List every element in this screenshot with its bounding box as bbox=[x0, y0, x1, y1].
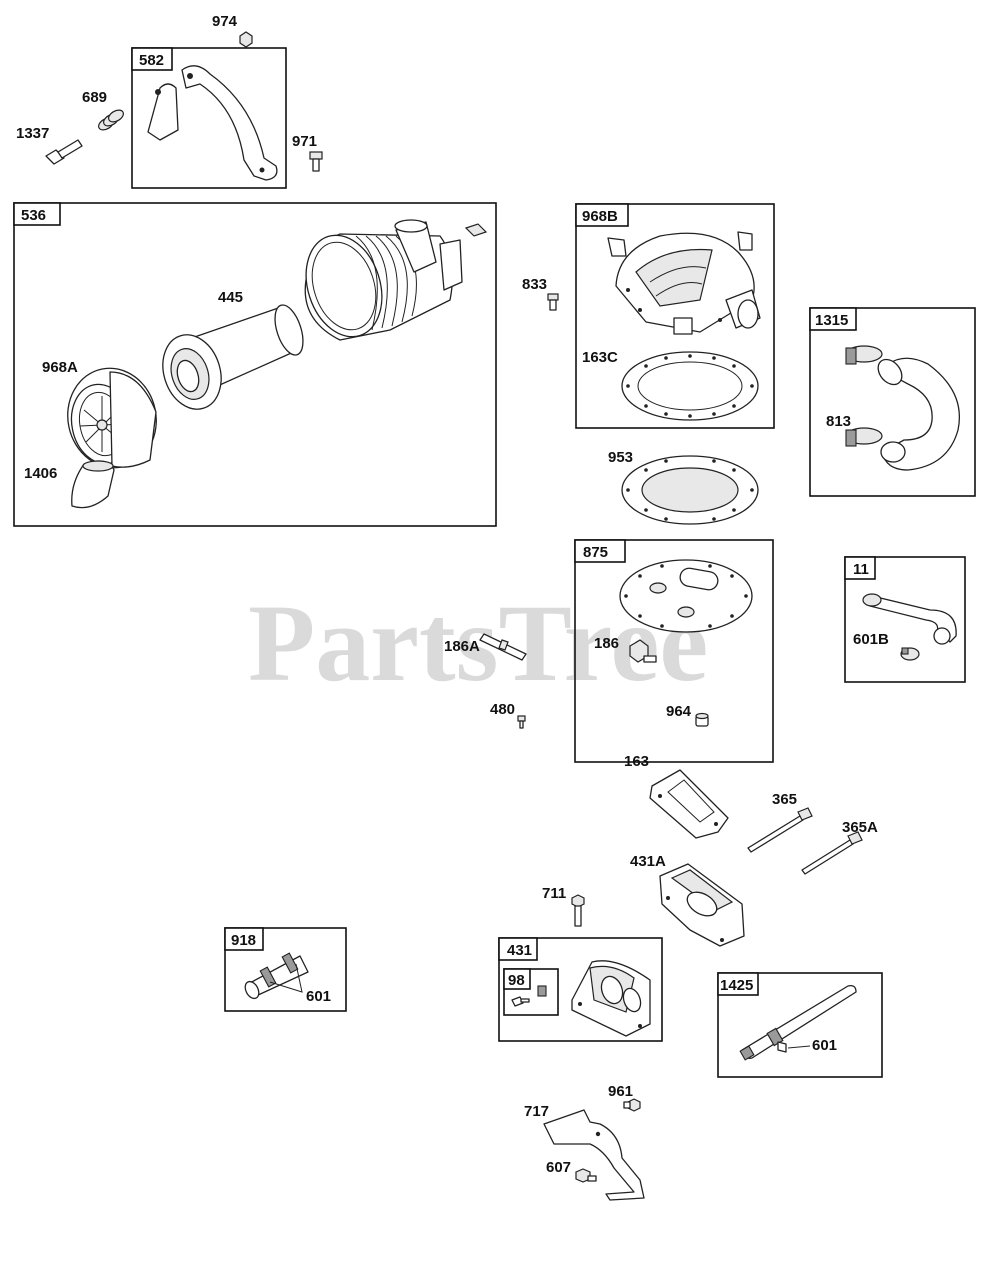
clamp-918-b bbox=[281, 952, 299, 974]
callout-961[interactable]: 961 bbox=[608, 1083, 633, 1100]
group-582-label: 582 bbox=[139, 52, 164, 69]
callout-1406[interactable]: 1406 bbox=[24, 465, 57, 482]
bolt-365 bbox=[747, 807, 813, 853]
callout-607[interactable]: 607 bbox=[546, 1159, 571, 1176]
callout-964[interactable]: 964 bbox=[666, 703, 692, 720]
callout-689[interactable]: 689 bbox=[82, 89, 107, 106]
bolt-961 bbox=[623, 1098, 641, 1112]
clamp-601B bbox=[900, 647, 920, 661]
callout-601B[interactable]: 601B bbox=[853, 631, 889, 648]
adapter-431A bbox=[659, 863, 745, 947]
group-98-label: 98 bbox=[508, 972, 525, 989]
bolt-711 bbox=[571, 894, 585, 927]
group-431-label: 431 bbox=[507, 942, 532, 959]
bolt-1337 bbox=[45, 139, 83, 165]
air-cleaner-housing bbox=[304, 219, 488, 341]
tube-186A bbox=[479, 633, 527, 661]
bolt-365A bbox=[801, 831, 863, 875]
gasket-163 bbox=[649, 769, 729, 839]
group-11-label: 11 bbox=[853, 561, 869, 578]
valve-1406 bbox=[71, 460, 115, 509]
callout-1337[interactable]: 1337 bbox=[16, 125, 49, 142]
spring-689 bbox=[98, 109, 124, 131]
callout-971[interactable]: 971 bbox=[292, 133, 317, 150]
group-1315[interactable]: 1315 813 bbox=[809, 307, 976, 497]
callout-968A[interactable]: 968A bbox=[42, 359, 78, 376]
clamp-lower bbox=[845, 427, 883, 447]
bolt-971 bbox=[309, 151, 323, 172]
adapter-plate-part bbox=[571, 960, 651, 1037]
screw-480 bbox=[517, 715, 526, 729]
group-918-label: 918 bbox=[231, 932, 256, 949]
group-968B-label: 968B bbox=[582, 208, 618, 225]
group-11[interactable]: 11 601B bbox=[844, 556, 966, 683]
group-875-label: 875 bbox=[583, 544, 608, 561]
fitting-186 bbox=[629, 639, 657, 663]
nut-974 bbox=[239, 31, 253, 48]
callout-711[interactable]: 711 bbox=[542, 885, 566, 902]
clamp-918-a bbox=[259, 966, 277, 988]
group-918[interactable]: 918 601 bbox=[224, 927, 347, 1012]
callout-163[interactable]: 163 bbox=[624, 753, 649, 770]
bracket-717 bbox=[543, 1109, 645, 1201]
cover-968A bbox=[67, 367, 157, 469]
group-1425[interactable]: 1425 601 bbox=[717, 972, 883, 1078]
gasket-953 bbox=[621, 455, 759, 525]
bolt-607 bbox=[575, 1168, 597, 1183]
clamp-upper bbox=[845, 345, 883, 365]
callout-365A[interactable]: 365A bbox=[842, 819, 878, 836]
group-536[interactable]: 536 445 bbox=[13, 202, 497, 527]
group-875[interactable]: 875 186 964 bbox=[574, 539, 774, 763]
callout-953[interactable]: 953 bbox=[608, 449, 633, 466]
group-582[interactable]: 582 bbox=[131, 47, 287, 189]
callout-717[interactable]: 717 bbox=[524, 1103, 549, 1120]
group-1315-label: 1315 bbox=[815, 312, 848, 329]
callout-163C[interactable]: 163C bbox=[582, 349, 618, 366]
gasket-163C bbox=[621, 351, 759, 421]
callout-833[interactable]: 833 bbox=[522, 276, 547, 293]
callout-813[interactable]: 813 bbox=[826, 413, 851, 430]
group-431[interactable]: 431 98 bbox=[498, 937, 663, 1042]
filter-element-445 bbox=[162, 304, 304, 410]
callout-601-918[interactable]: 601 bbox=[306, 988, 331, 1005]
clamp-1425 bbox=[766, 1027, 787, 1053]
callout-186A[interactable]: 186A bbox=[444, 638, 480, 655]
group-1425-label: 1425 bbox=[720, 977, 753, 994]
callout-974[interactable]: 974 bbox=[212, 13, 238, 30]
callout-480[interactable]: 480 bbox=[490, 701, 515, 718]
group-98[interactable]: 98 bbox=[503, 968, 559, 1016]
callout-186[interactable]: 186 bbox=[594, 635, 619, 652]
callout-601-1425[interactable]: 601 bbox=[812, 1037, 837, 1054]
bracket-part bbox=[181, 65, 278, 181]
group-536-label: 536 bbox=[21, 207, 46, 224]
cap-964 bbox=[695, 712, 709, 727]
callout-431A[interactable]: 431A bbox=[630, 853, 666, 870]
hose-part bbox=[881, 357, 961, 471]
housing-cover-part bbox=[607, 231, 761, 335]
diaphragm-plate bbox=[619, 559, 753, 633]
callout-365[interactable]: 365 bbox=[772, 791, 797, 808]
group-968B[interactable]: 968B bbox=[575, 203, 775, 429]
callout-445[interactable]: 445 bbox=[218, 289, 243, 306]
bolt-833 bbox=[547, 293, 559, 311]
